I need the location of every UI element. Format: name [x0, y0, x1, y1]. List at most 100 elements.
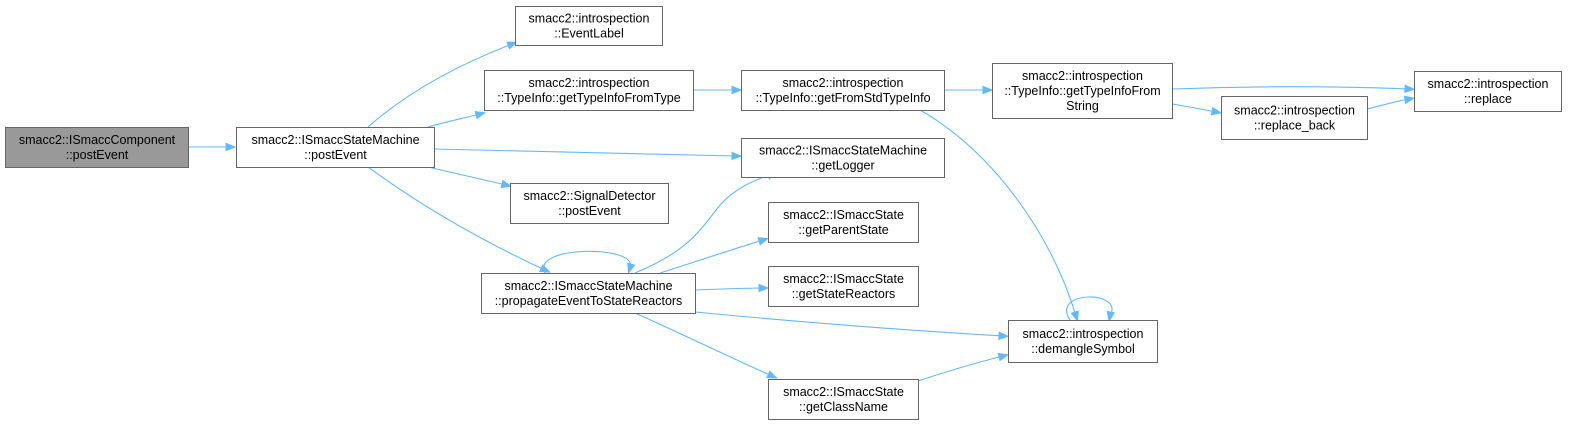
node-label: ::getStateReactors [792, 287, 896, 301]
edge-getfromstdtypeinfo-to-gettypeinfofromstring [944, 85, 994, 95]
edge-replace_back-to-replace [1366, 95, 1416, 110]
node-label: ::postEvent [66, 148, 129, 162]
node-box[interactable] [992, 63, 1173, 119]
edge-getfromstdtypeinfo-to-demanglesymbol [919, 109, 1079, 323]
node-label: ::EventLabel [554, 27, 624, 41]
node-label: smacc2::ISmaccStateMachine [759, 144, 927, 158]
arrowhead-icon [1070, 310, 1079, 323]
node-getfromstdtypeinfo[interactable]: smacc2::introspection::TypeInfo::getFrom… [741, 70, 945, 111]
node-box[interactable] [481, 273, 696, 314]
edge-line [367, 43, 513, 128]
node-box[interactable] [768, 379, 919, 420]
edge-gettypeinfofromtype-to-getfromstdtypeinfo [693, 85, 743, 95]
edge-line [694, 287, 764, 291]
node-gettypeinfofromtype[interactable]: smacc2::introspection::TypeInfo::getType… [484, 70, 694, 111]
node-label: smacc2::introspection [1428, 77, 1549, 91]
arrowhead-icon [758, 283, 770, 293]
node-label: ::getClassName [799, 400, 888, 414]
node-label: ::postEvent [304, 148, 367, 162]
node-label: smacc2::introspection [1023, 327, 1144, 341]
node-label: ::getLogger [811, 159, 874, 173]
arrowhead-icon [1210, 106, 1223, 116]
node-label: ::propagateEventToStateReactors [495, 294, 683, 308]
node-ismacc_component_postevent[interactable]: smacc2::ISmaccComponent::postEvent [5, 127, 189, 168]
arrowhead-icon [627, 262, 636, 275]
node-label: ::postEvent [558, 204, 621, 218]
arrowhead-icon [731, 151, 743, 161]
edge-propagate-to-getstatereactors [694, 283, 770, 293]
arrowhead-icon [757, 237, 770, 246]
edge-line [919, 109, 1077, 317]
node-box[interactable] [768, 202, 919, 243]
edge-gettypeinfofromstring-to-replace_back [1171, 103, 1223, 116]
node-box[interactable] [768, 266, 919, 307]
edge-propagate-to-getclassname [634, 312, 778, 379]
edge-line [1171, 103, 1217, 113]
arrowhead-icon [766, 370, 778, 379]
node-getclassname[interactable]: smacc2::ISmaccState::getClassName [768, 379, 919, 420]
arrowhead-icon [982, 85, 994, 95]
node-box[interactable] [1414, 71, 1562, 112]
node-box[interactable] [1221, 96, 1368, 140]
edge-line [427, 113, 481, 128]
node-box[interactable] [741, 70, 945, 111]
node-label: smacc2::introspection [1234, 104, 1355, 118]
node-box[interactable] [510, 183, 669, 224]
edge-line [634, 173, 773, 274]
node-gettypeinfofromstring[interactable]: smacc2::introspection::TypeInfo::getType… [992, 63, 1173, 119]
edge-line [1066, 296, 1113, 321]
edges-layer [188, 41, 1416, 382]
node-label: ::demangleSymbol [1031, 342, 1135, 356]
arrowhead-icon [997, 352, 1010, 362]
edge-demanglesymbol-to-demanglesymbol [1066, 296, 1116, 323]
node-label: ::TypeInfo::getTypeInfoFrom [1004, 84, 1160, 98]
node-box[interactable] [5, 127, 189, 168]
node-replace[interactable]: smacc2::introspection::replace [1414, 71, 1562, 112]
node-demanglesymbol[interactable]: smacc2::introspection::demangleSymbol [1008, 320, 1158, 363]
node-getlogger[interactable]: smacc2::ISmaccStateMachine::getLogger [741, 138, 945, 178]
node-label: smacc2::introspection [1022, 69, 1143, 83]
edge-getclassname-to-demanglesymbol [917, 352, 1010, 382]
edge-line [367, 166, 546, 271]
arrowhead-icon [225, 142, 237, 152]
node-box[interactable] [741, 138, 945, 178]
node-label: smacc2::introspection [783, 76, 904, 90]
node-box[interactable] [515, 6, 663, 46]
node-propagate[interactable]: smacc2::ISmaccStateMachine::propagateEve… [481, 273, 696, 314]
arrowhead-icon [474, 110, 487, 120]
node-getparentstate[interactable]: smacc2::ISmaccState::getParentState [768, 202, 919, 243]
edge-line [634, 312, 773, 377]
edge-line [1171, 86, 1410, 90]
node-label: smacc2::SignalDetector [523, 189, 655, 203]
node-box[interactable] [236, 127, 435, 168]
edge-propagate-to-demanglesymbol [694, 311, 1010, 341]
node-box[interactable] [484, 70, 694, 111]
edge-line [694, 311, 1004, 337]
node-signaldetector_postevent[interactable]: smacc2::SignalDetector::postEvent [510, 183, 669, 224]
node-label: ::replace [1464, 92, 1512, 106]
node-label: ::TypeInfo::getTypeInfoFromType [497, 91, 680, 105]
node-label: ::TypeInfo::getFromStdTypeInfo [755, 91, 930, 105]
arrowhead-icon [731, 85, 743, 95]
node-label: smacc2::introspection [529, 76, 650, 90]
edge-ismacc_sm_postevent-to-propagate [367, 166, 551, 273]
edge-line [427, 166, 507, 186]
arrowhead-icon [506, 41, 518, 50]
node-box[interactable] [1008, 320, 1158, 363]
edge-gettypeinfofromstring-to-replace [1171, 84, 1416, 94]
arrowhead-icon [1404, 84, 1416, 94]
edge-ismacc_sm_postevent-to-gettypeinfofromtype [427, 110, 487, 128]
edge-propagate-to-propagate [543, 250, 636, 275]
node-label: ::getParentState [798, 223, 888, 237]
node-replace_back[interactable]: smacc2::introspection::replace_back [1221, 96, 1368, 140]
node-eventlabel[interactable]: smacc2::introspection::EventLabel [515, 6, 663, 46]
node-label: smacc2::ISmaccStateMachine [504, 279, 672, 293]
node-getstatereactors[interactable]: smacc2::ISmaccState::getStateReactors [768, 266, 919, 307]
node-label: smacc2::ISmaccComponent [19, 133, 176, 147]
edge-ismacc_sm_postevent-to-getlogger [433, 148, 743, 161]
node-label: String [1066, 99, 1099, 113]
node-ismacc_sm_postevent[interactable]: smacc2::ISmaccStateMachine::postEvent [236, 127, 435, 168]
edge-line [917, 355, 1004, 382]
node-label: smacc2::ISmaccState [783, 208, 904, 222]
